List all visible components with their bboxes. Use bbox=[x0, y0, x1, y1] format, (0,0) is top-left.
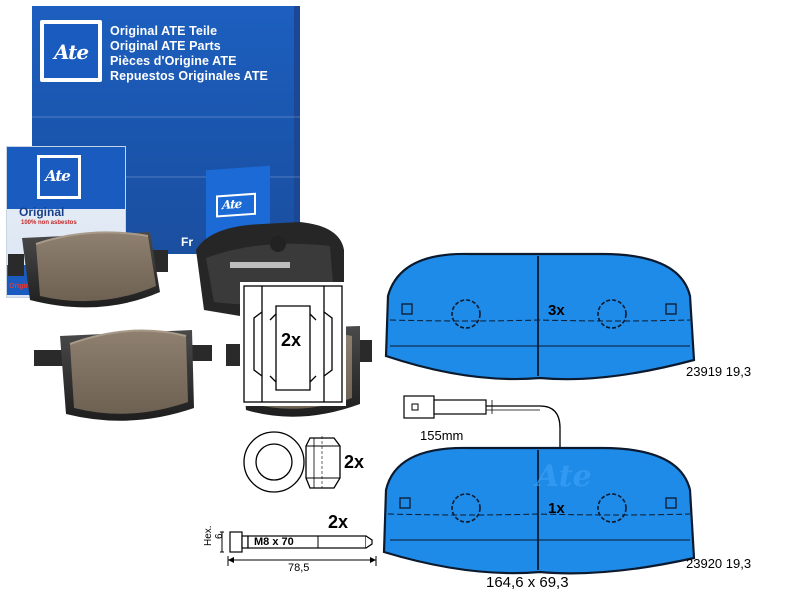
brake-pad-drawing-bottom: Ate bbox=[382, 446, 696, 575]
pad-bottom-part-number: 23920 19,3 bbox=[686, 556, 752, 571]
small-box-bottom-label: Original bbox=[9, 283, 36, 290]
bushing-quantity: 2x bbox=[344, 452, 365, 472]
non-asbestos-label: 100% non asbestos bbox=[21, 220, 77, 226]
box-line-1: Original ATE Teile bbox=[110, 24, 218, 38]
side-box-tag: Fr bbox=[178, 234, 196, 250]
bolt-thread: M8 x 70 bbox=[254, 536, 294, 548]
ate-logo: Ate bbox=[40, 20, 102, 82]
pad-top-quantity: 3x bbox=[548, 302, 565, 319]
clip-quantity: 2x bbox=[281, 330, 302, 350]
brake-pad-drawing-top bbox=[384, 252, 696, 381]
clip-drawing bbox=[240, 282, 346, 406]
ate-logo-small-text: Ate bbox=[45, 167, 71, 185]
bolt-hex-label: Hex. bbox=[203, 525, 214, 546]
brake-pad-photo-1 bbox=[8, 231, 168, 308]
box-line-3: Pièces d'Origine ATE bbox=[110, 54, 237, 68]
bolt-quantity: 2x bbox=[328, 512, 349, 532]
wear-sensor-drawing bbox=[403, 395, 561, 452]
bolt-hex-size: 6 bbox=[214, 533, 225, 539]
bolt-drawing bbox=[220, 531, 377, 566]
sensor-length: 155mm bbox=[420, 428, 464, 443]
ate-logo-text: Ate bbox=[54, 40, 89, 64]
pad-bottom-quantity: 1x bbox=[548, 500, 565, 517]
ate-logo-small: Ate bbox=[37, 155, 81, 199]
small-box-original-label: Original bbox=[19, 205, 65, 219]
brake-pad-photo-2 bbox=[34, 329, 212, 421]
box-line-4: Repuestos Originales ATE bbox=[110, 69, 268, 83]
pad-top-part-number: 23919 19,3 bbox=[686, 364, 752, 379]
pad-bottom-logo: Ate bbox=[533, 459, 592, 494]
bolt-length: 78,5 bbox=[288, 562, 310, 574]
box-line-2: Original ATE Parts bbox=[110, 39, 221, 53]
bushing-drawing bbox=[243, 431, 341, 493]
pad-dimensions: 164,6 x 69,3 bbox=[486, 574, 569, 591]
